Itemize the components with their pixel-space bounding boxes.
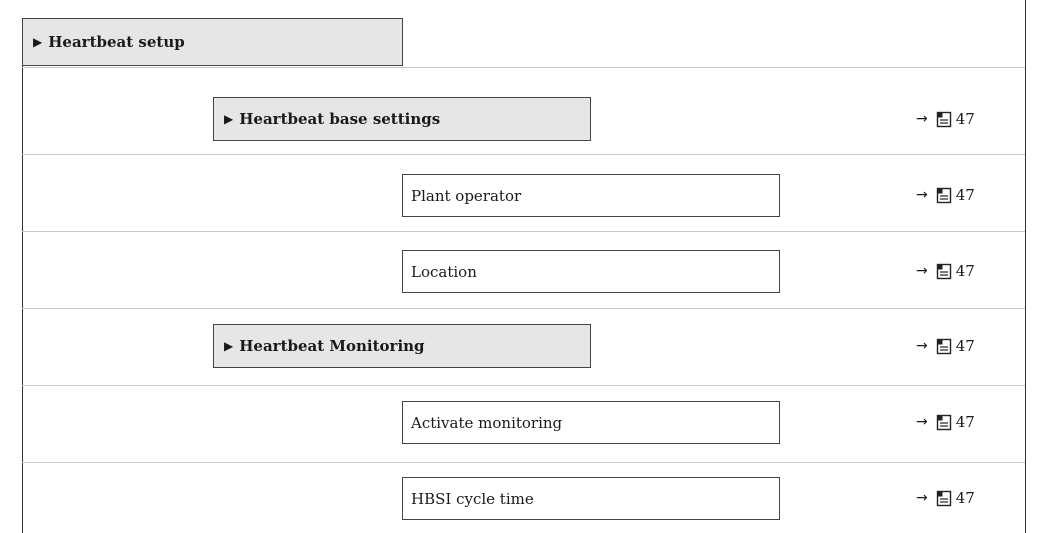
row-separator (22, 67, 1025, 68)
left-border (22, 38, 23, 533)
param-hbsi-cycle-time[interactable]: HBSI cycle time (402, 477, 780, 520)
param-location[interactable]: Location (402, 250, 780, 293)
right-border (1025, 0, 1026, 533)
page-ref-hbsi-cycle-time[interactable]: → 47 (916, 487, 975, 509)
row-separator (22, 308, 1025, 309)
row-separator (22, 462, 1025, 463)
menu-heartbeat-setup[interactable]: ▶ Heartbeat setup (22, 18, 403, 66)
book-icon (936, 187, 952, 204)
triangle-right-icon: ▶ (33, 35, 43, 49)
page-ref-plant-operator[interactable]: → 47 (916, 184, 975, 206)
page-ref-number: 47 (955, 489, 975, 507)
arrow-right-icon: → (916, 338, 928, 354)
param-activate-monitoring-label: Activate monitoring (411, 413, 563, 432)
row-separator (22, 154, 1025, 155)
page-ref-activate-monitoring[interactable]: → 47 (916, 411, 975, 433)
page-ref-number: 47 (955, 413, 975, 431)
triangle-right-icon: ▶ (224, 112, 234, 126)
param-location-label: Location (411, 262, 477, 281)
param-plant-operator-label: Plant operator (411, 186, 522, 205)
menu-heartbeat-monitoring-label: Heartbeat Monitoring (239, 337, 425, 355)
arrow-right-icon: → (916, 490, 928, 506)
page-ref-base-settings[interactable]: → 47 (916, 108, 975, 130)
page-ref-number: 47 (955, 110, 975, 128)
page-ref-number: 47 (955, 337, 975, 355)
menu-heartbeat-setup-label: Heartbeat setup (48, 33, 185, 51)
row-separator (22, 385, 1025, 386)
menu-heartbeat-monitoring[interactable]: ▶ Heartbeat Monitoring (213, 324, 591, 368)
book-icon (936, 490, 952, 507)
arrow-right-icon: → (916, 263, 928, 279)
param-hbsi-cycle-time-label: HBSI cycle time (411, 489, 534, 508)
book-icon (936, 338, 952, 355)
page-ref-monitoring[interactable]: → 47 (916, 335, 975, 357)
arrow-right-icon: → (916, 414, 928, 430)
menu-heartbeat-base-settings[interactable]: ▶ Heartbeat base settings (213, 97, 591, 141)
book-icon (936, 414, 952, 431)
page-ref-number: 47 (955, 262, 975, 280)
menu-heartbeat-base-settings-label: Heartbeat base settings (239, 110, 441, 128)
page-ref-location[interactable]: → 47 (916, 260, 975, 282)
book-icon (936, 111, 952, 128)
triangle-right-icon: ▶ (224, 339, 234, 353)
row-separator (22, 231, 1025, 232)
page-ref-number: 47 (955, 186, 975, 204)
param-activate-monitoring[interactable]: Activate monitoring (402, 401, 780, 444)
param-plant-operator[interactable]: Plant operator (402, 174, 780, 217)
arrow-right-icon: → (916, 187, 928, 203)
arrow-right-icon: → (916, 111, 928, 127)
book-icon (936, 263, 952, 280)
